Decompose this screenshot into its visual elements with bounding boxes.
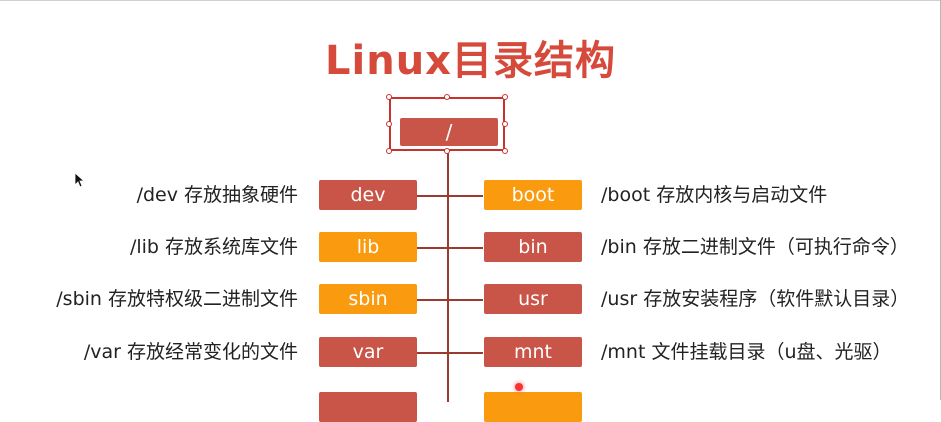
boot-box[interactable]: boot [484,180,582,210]
bin-box[interactable]: bin [484,232,582,262]
bin-description: /bin 存放二进制文件（可执行命令） [601,236,909,258]
frame-top-edge [0,0,941,1]
resize-handle[interactable] [386,148,392,154]
slide-title: Linux目录结构 [325,38,616,84]
usr-box[interactable]: usr [484,284,582,314]
tree-trunk-line [447,150,449,402]
dev-box[interactable]: dev [319,180,417,210]
resize-handle[interactable] [444,94,450,100]
mnt-box[interactable]: mnt [484,337,582,367]
branch-line [417,247,483,249]
resize-handle[interactable] [386,94,392,100]
dev-description: /dev 存放抽象硬件 [136,184,298,206]
resize-handle[interactable] [502,148,508,154]
sbin-description: /sbin 存放特权级二进制文件 [56,288,298,310]
resize-handle[interactable] [502,121,508,127]
var-description: /var 存放经常变化的文件 [83,341,298,363]
sbin-box[interactable]: sbin [319,284,417,314]
lib-box[interactable]: lib [319,232,417,262]
next-right-box-partial[interactable] [484,392,582,422]
branch-line [417,352,483,354]
mnt-description: /mnt 文件挂载目录（u盘、光驱） [601,341,892,363]
mouse-cursor-icon [74,172,86,188]
boot-description: /boot 存放内核与启动文件 [601,184,828,206]
resize-handle[interactable] [502,94,508,100]
lib-description: /lib 存放系统库文件 [129,236,298,258]
resize-handle[interactable] [386,121,392,127]
branch-line [417,299,483,301]
next-left-box-partial[interactable] [319,392,417,422]
usr-description: /usr 存放安装程序（软件默认目录） [601,288,910,310]
var-box[interactable]: var [319,337,417,367]
resize-handle[interactable] [444,148,450,154]
branch-line [417,195,483,197]
root-directory-box[interactable]: / [400,118,498,146]
laser-pointer-icon [515,383,523,391]
